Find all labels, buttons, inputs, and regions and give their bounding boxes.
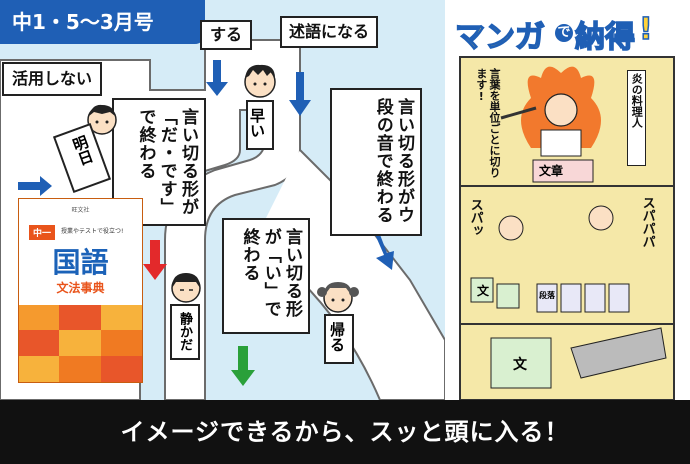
manga-speech: 言葉を単位ごとに切ります! [474,68,501,178]
tag-shizuka: 静かだ [170,304,200,360]
label-jutsugo: 述語になる [280,16,378,48]
box-da-desu: 言い切る形が「だ・です」で終わる [112,98,206,226]
logo-text-nattoku: 納得 [574,19,636,56]
person-ashita [82,100,122,140]
manga-board-text: 文章 [539,164,564,178]
logo: マンガ で 納得 ! [454,8,655,56]
path-branch-right [254,149,445,400]
book-title-2: 文法事典 [56,281,105,295]
head-icon [317,282,359,313]
puzzle-pattern [19,305,142,382]
book-cover: 旺文社 中一 授業やテストで役立つ! 国語 文法事典 [18,198,143,383]
book-subtitle: 授業やテストで役立つ! [61,228,124,235]
logo-text-de: で [555,24,573,42]
tagline-banner: イメージできるから、スッと頭に入る！ [0,400,690,464]
book-publisher: 旺文社 [71,207,90,214]
manga-block-bun: 文 [477,284,490,298]
logo-text-manga: マンガ [454,19,546,56]
label-katsuyou: 活用しない [2,62,102,96]
arrow-red [143,240,167,280]
label-suru: する [200,20,252,50]
manga-chef-caption: 炎の料理人 [627,70,647,166]
logo-exclaim: ! [638,11,653,48]
head-icon [87,104,117,135]
manga-sfx-sparu: スパッ [467,198,483,237]
person-shizuka [166,268,206,312]
box-i-ending: 言い切る形が「い」で終わる [222,218,310,334]
arrow-blue-2 [289,72,311,116]
tag-hayai: 早い [246,100,274,150]
box-u-ending: 言い切る形がウ段の音で終わる [330,88,422,236]
head-icon [244,64,276,98]
person-kaeru [316,276,360,320]
manga-art [461,66,673,389]
book-grade: 中一 [29,225,56,240]
head-icon [171,273,201,303]
manga-block-danraku: 段落 [539,291,555,300]
book-cover-top [19,199,142,305]
book-title: 国語 [52,246,109,279]
manga-strip: 炎の料理人 言葉を単位ごとに切ります! 文章 スパッ スパパパ 文 段落 文 [459,56,675,401]
manga-block-bun-2: 文 [513,357,527,373]
arrow-blue-4 [18,176,52,196]
tag-kaeru: 帰る [324,314,354,364]
arrow-blue-1 [206,60,228,96]
manga-sfx-supapapa: スパパパ [639,196,655,248]
person-hayai [235,60,285,106]
arrow-green [231,346,255,386]
issue-label: 中1・5〜3月号 [0,0,205,44]
